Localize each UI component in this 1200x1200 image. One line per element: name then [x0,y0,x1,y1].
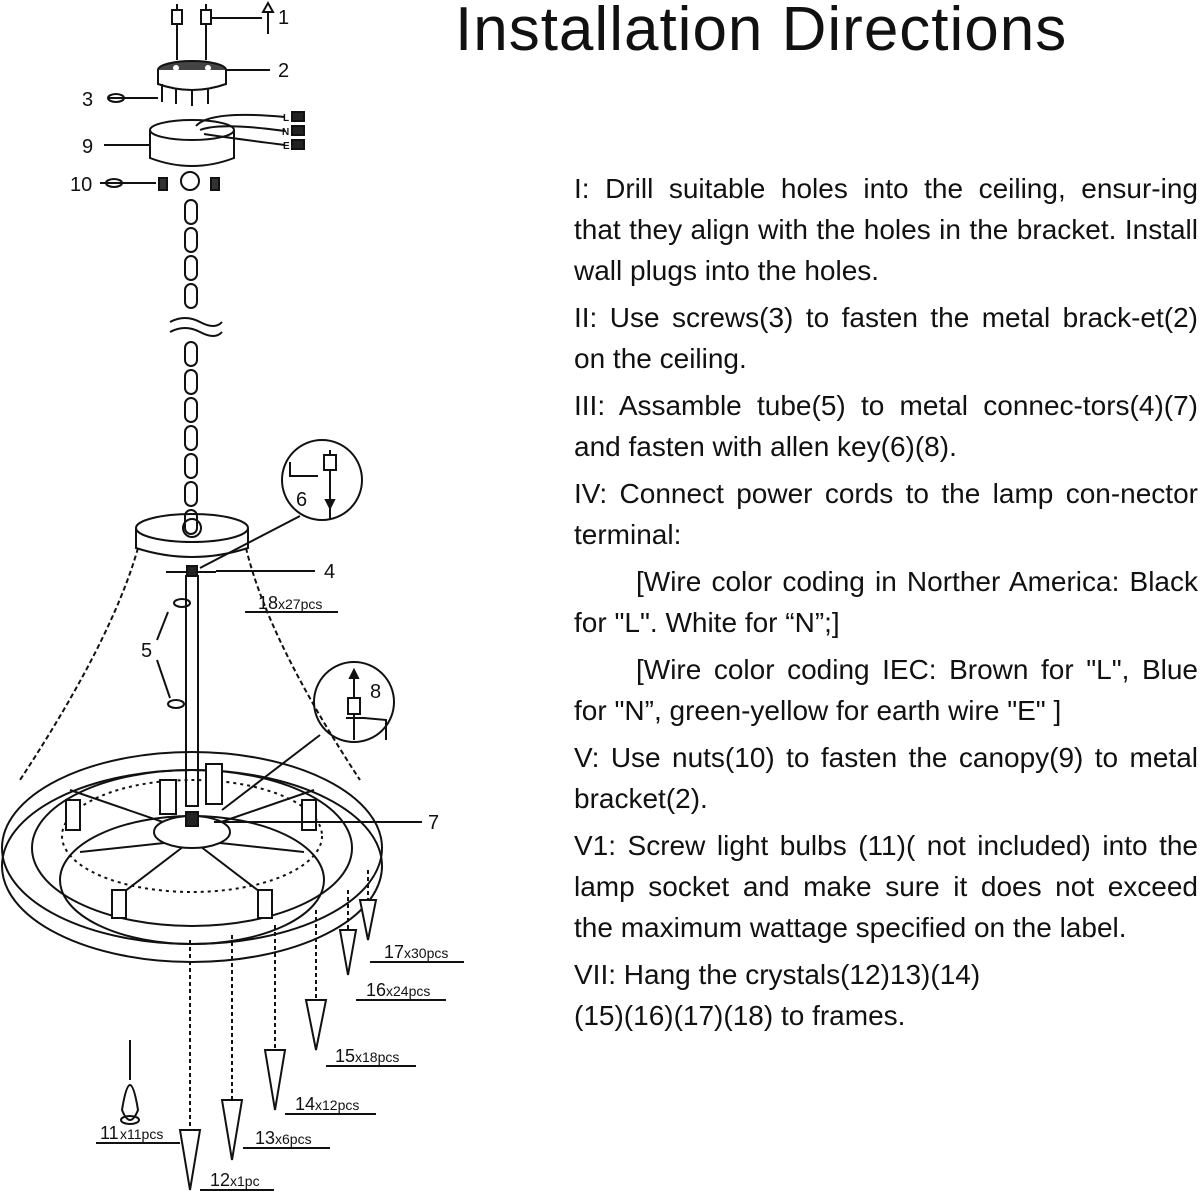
chain-link [184,397,198,423]
wire-note-iec: [Wire color coding IEC: Brown for "L", B… [574,654,1198,726]
chain-link [184,481,198,507]
allen-key-detail-8 [313,661,395,743]
step-4: IV: Connect power cords to the lamp con-… [574,478,1198,550]
canopy [149,119,235,167]
part-label-9: 9 [82,136,93,158]
step-1: I: Drill suitable holes into the ceiling… [574,173,1198,286]
part-label-2: 2 [278,60,289,82]
chain-link [184,227,198,253]
chandelier-exploded-diagram: 1 2 3 9 L N E 10 [1,0,464,1191]
hanging-crystal-strands [120,870,378,1191]
part-label-1: 1 [278,7,289,29]
crystal-label-14-qty: x12pcs [315,1097,359,1113]
connector-4 [186,565,198,577]
wire-note-north-america: [Wire color coding in Norther America: B… [574,566,1198,638]
wire-label-e: E [283,141,290,152]
metal-bracket [157,60,227,91]
crystal-label-17-num: 17 [384,942,404,962]
leader-line-6 [199,515,301,569]
step-6: V1: Screw light bulbs (11)( not included… [574,830,1198,943]
step-2: II: Use screws(3) to fasten the metal br… [574,302,1198,374]
crystal-label-18-num: 18 [258,593,278,613]
chain-link [184,341,198,367]
part-label-5: 5 [141,640,152,662]
step-5: V: Use nuts(10) to fasten the canopy(9) … [574,742,1198,814]
chain-link [184,199,198,225]
chain-link [184,425,198,451]
part-label-8: 8 [370,681,381,703]
wire-label-l: L [283,113,289,124]
ceiling-screws [171,4,212,60]
canopy-hook [180,171,200,191]
step-3: III: Assamble tube(5) to metal connec-to… [574,390,1198,462]
crystal-label-12-qty: x1pc [230,1173,260,1189]
chain-break-mark [169,317,223,327]
crystal-label-12-num: 12 [210,1170,230,1190]
crystal-label-17-qty: x30pcs [404,945,448,961]
power-wires [195,111,305,150]
rotate-icon [105,178,123,188]
part-label-10: 10 [70,174,92,196]
hanging-chain [184,199,198,535]
page-title: Installation Directions [455,0,1068,64]
center-tube-5 [185,575,199,807]
chain-link [184,255,198,281]
step-7-line-2: (15)(16)(17)(18) to frames. [574,1000,906,1031]
crystal-label-16-num: 16 [366,980,386,1000]
crystal-label-13-num: 13 [255,1128,275,1148]
crystal-label-15-qty: x18pcs [355,1049,399,1065]
nut-left [158,177,168,191]
leader-line-8 [221,734,321,811]
part-label-4: 4 [324,561,335,583]
step-7-line-1: VII: Hang the crystals(12)13)(14) [574,959,981,990]
crystal-label-14-num: 14 [295,1094,315,1114]
allen-key-detail-6 [281,439,363,521]
bracket-screws [161,84,209,106]
part-label-3: 3 [82,89,93,111]
crystal-label-13-qty: x6pcs [275,1131,312,1147]
instruction-list: I: Drill suitable holes into the ceiling… [574,168,1198,1036]
nut-right [210,177,220,191]
part-label-7: 7 [428,812,439,834]
crystal-label-16-qty: x24pcs [386,983,430,999]
bulb-label-11-qty: x11pcs [120,1126,163,1142]
chain-link [184,283,198,309]
chain-link [184,453,198,479]
top-ring [135,513,249,558]
step-7: VII: Hang the crystals(12)13)(14) (15)(1… [574,954,1198,1036]
chain-link [184,369,198,395]
rotate-icon [107,93,125,103]
crystal-label-15-num: 15 [335,1046,355,1066]
crystal-label-18-qty: x27pcs [278,596,322,612]
connector-7 [185,811,199,827]
part-label-6: 6 [296,489,307,511]
bulb-label-11-num: 11 [100,1123,119,1143]
crystal-strand-18 [19,547,139,781]
wire-label-n: N [282,127,289,138]
